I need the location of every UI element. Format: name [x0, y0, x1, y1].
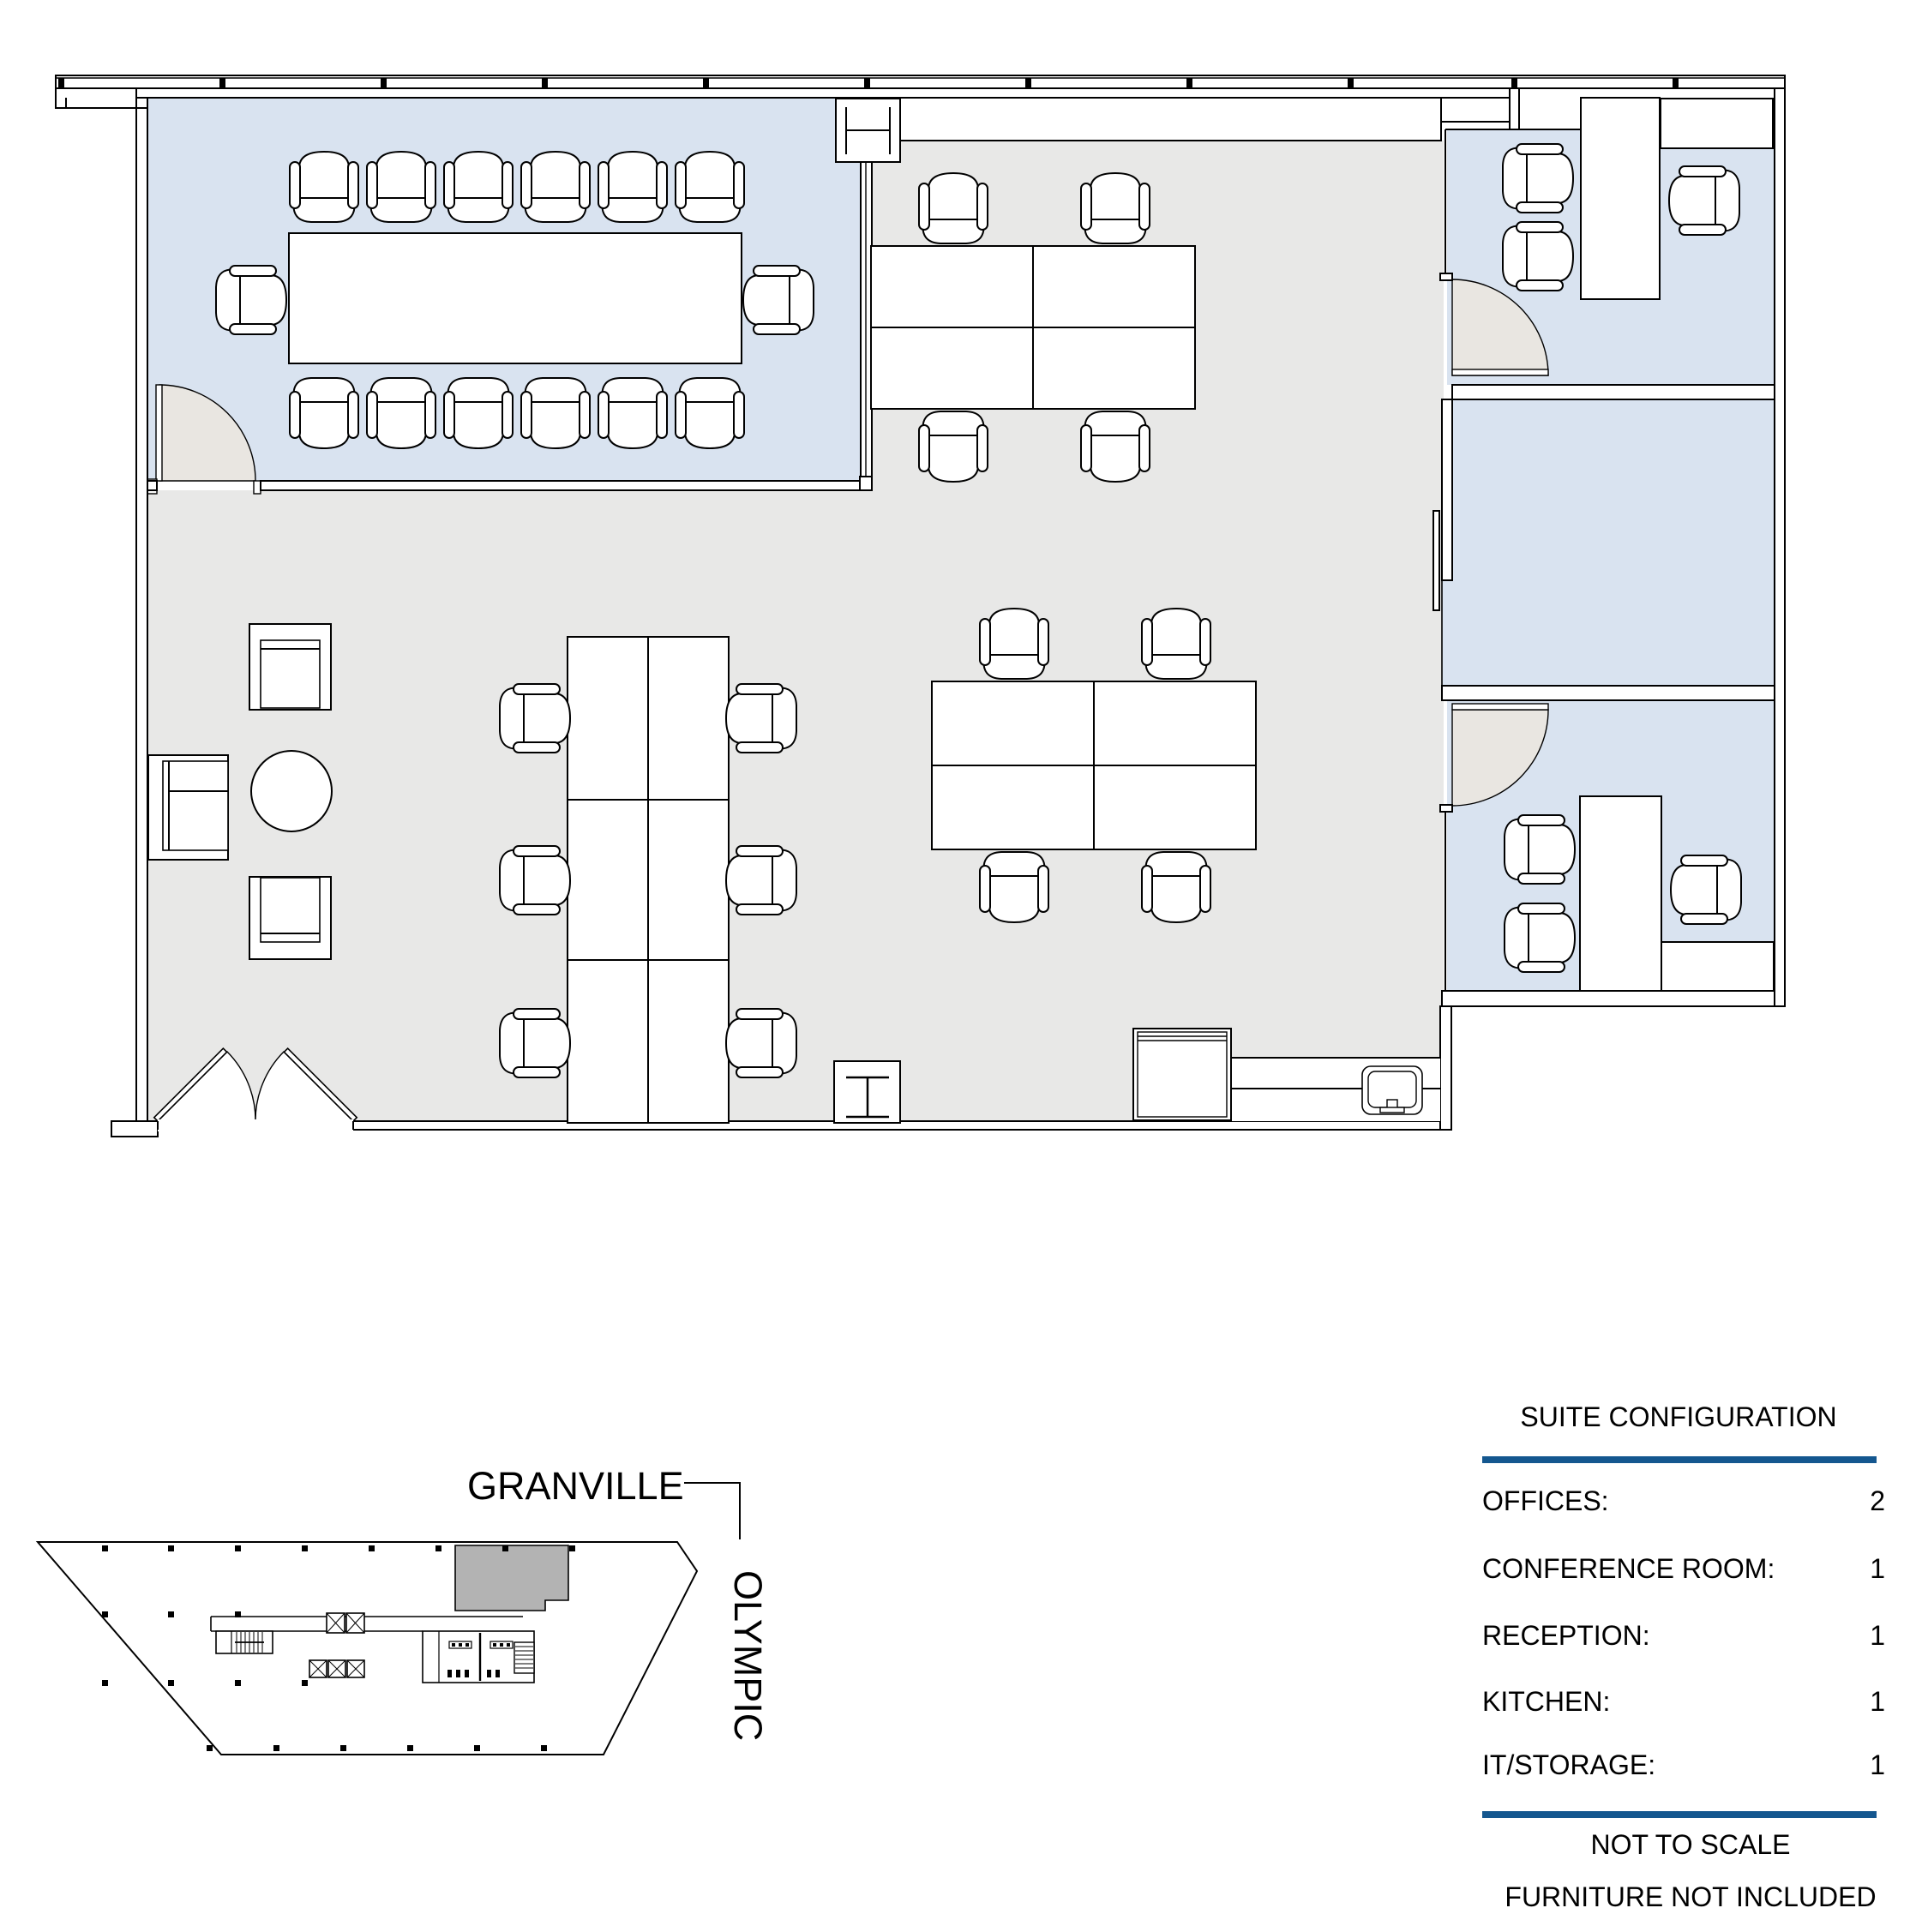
svg-text:1: 1 [1870, 1620, 1885, 1651]
svg-text:1: 1 [1870, 1749, 1885, 1780]
svg-text:OLYMPIC: OLYMPIC [726, 1570, 770, 1741]
svg-text:NOT TO SCALE: NOT TO SCALE [1591, 1829, 1791, 1860]
svg-text:KITCHEN:: KITCHEN: [1482, 1686, 1610, 1717]
svg-text:1: 1 [1870, 1553, 1885, 1584]
svg-text:1: 1 [1870, 1686, 1885, 1717]
svg-text:FURNITURE NOT INCLUDED: FURNITURE NOT INCLUDED [1505, 1881, 1876, 1912]
svg-text:GRANVILLE: GRANVILLE [467, 1464, 684, 1508]
svg-text:IT/STORAGE:: IT/STORAGE: [1482, 1749, 1655, 1780]
svg-text:OFFICES:: OFFICES: [1482, 1485, 1609, 1516]
svg-text:RECEPTION:: RECEPTION: [1482, 1620, 1650, 1651]
svg-text:2: 2 [1870, 1485, 1885, 1516]
svg-text:CONFERENCE ROOM:: CONFERENCE ROOM: [1482, 1553, 1775, 1584]
svg-text:SUITE CONFIGURATION: SUITE CONFIGURATION [1520, 1401, 1836, 1432]
